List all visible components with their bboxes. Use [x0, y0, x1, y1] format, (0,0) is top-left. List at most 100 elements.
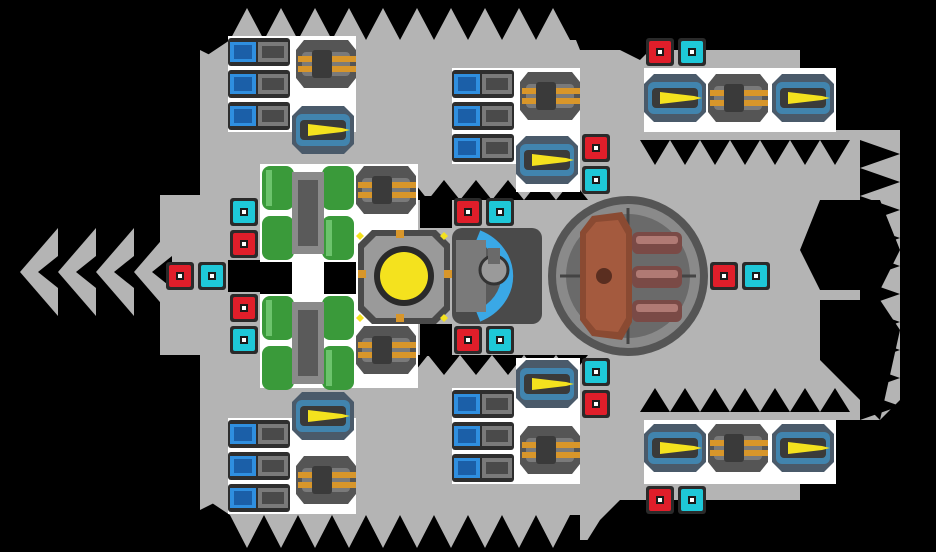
hull-spike [366, 8, 400, 40]
laser-emitter[interactable] [292, 106, 354, 154]
hull-notch [860, 140, 900, 168]
laser-emitter[interactable] [772, 424, 834, 472]
hull-cutout [880, 130, 936, 552]
autocannon[interactable] [520, 72, 580, 120]
hull-spike [298, 515, 332, 548]
red-armor-block[interactable] [710, 262, 738, 290]
autocannon[interactable] [296, 40, 356, 88]
cyan-sensor-block[interactable] [486, 198, 514, 226]
hull-cutout [580, 10, 660, 60]
hull-notch [428, 355, 460, 375]
hull-cutout [0, 0, 936, 130]
ion-thruster[interactable] [228, 70, 290, 98]
hull-spike [200, 110, 230, 140]
red-armor-block[interactable] [582, 134, 610, 162]
hull-spike [200, 480, 230, 510]
hull-cutout [0, 0, 230, 195]
cyan-sensor-block[interactable] [230, 326, 258, 354]
hull-notch [670, 140, 700, 165]
autocannon[interactable] [520, 426, 580, 474]
green-fuel-tank[interactable] [262, 296, 354, 390]
cyan-sensor-block[interactable] [198, 262, 226, 290]
hull-notch [820, 140, 850, 165]
heavy-triple-cannon-turret[interactable] [548, 196, 708, 356]
ion-thruster[interactable] [452, 70, 514, 98]
hull-spike [332, 515, 366, 548]
hull-notch [700, 388, 730, 412]
cyan-sensor-block[interactable] [582, 166, 610, 194]
reactor-core[interactable] [356, 230, 452, 324]
hull-notch [860, 280, 900, 308]
red-armor-block[interactable] [230, 294, 258, 322]
ion-thruster[interactable] [228, 420, 290, 448]
hull-notch [760, 388, 790, 412]
hull-spike [264, 8, 298, 40]
hull-spike [502, 8, 536, 40]
laser-emitter[interactable] [644, 74, 706, 122]
cyan-sensor-block[interactable] [230, 198, 258, 226]
ion-thruster[interactable] [228, 38, 290, 66]
cyan-sensor-block[interactable] [486, 326, 514, 354]
ion-thruster[interactable] [452, 390, 514, 418]
corridor-tile [420, 324, 452, 356]
ion-thruster[interactable] [452, 134, 514, 162]
red-armor-block[interactable] [454, 198, 482, 226]
hull-spike [230, 8, 264, 40]
autocannon[interactable] [708, 74, 768, 122]
ion-thruster[interactable] [452, 102, 514, 130]
hull-spike [298, 8, 332, 40]
laser-emitter[interactable] [292, 392, 354, 440]
hull-spike [502, 515, 536, 548]
hull-notch [428, 180, 460, 200]
hull-notch [730, 140, 760, 165]
cyan-sensor-block[interactable] [582, 358, 610, 386]
hull-notch [790, 140, 820, 165]
cyan-sensor-block[interactable] [742, 262, 770, 290]
hull-notch [860, 336, 900, 364]
autocannon[interactable] [356, 326, 416, 374]
red-armor-block[interactable] [646, 38, 674, 66]
corridor-tile [228, 260, 260, 292]
hull-notch [640, 140, 670, 165]
laser-emitter[interactable] [772, 74, 834, 122]
hull-spike [200, 390, 230, 420]
hull-spike [468, 515, 502, 548]
hull-spike [200, 360, 230, 390]
red-armor-block[interactable] [646, 486, 674, 514]
laser-emitter[interactable] [644, 424, 706, 472]
hull-notch [492, 180, 524, 200]
red-armor-block[interactable] [454, 326, 482, 354]
ion-thruster[interactable] [452, 422, 514, 450]
hull-notch [860, 196, 900, 224]
ion-thruster[interactable] [228, 452, 290, 480]
red-armor-block[interactable] [166, 262, 194, 290]
ion-thruster[interactable] [228, 484, 290, 512]
red-armor-block[interactable] [230, 230, 258, 258]
red-armor-block[interactable] [582, 390, 610, 418]
hull-notch [670, 388, 700, 412]
autocannon[interactable] [708, 424, 768, 472]
hull-notch [700, 140, 730, 165]
hull-spike [468, 8, 502, 40]
hull-notch [820, 388, 850, 412]
hull-notch [860, 308, 900, 336]
autocannon[interactable] [356, 166, 416, 214]
hull-spike [366, 515, 400, 548]
shield-projector[interactable] [452, 228, 542, 324]
ion-thruster[interactable] [228, 102, 290, 130]
cyan-sensor-block[interactable] [678, 38, 706, 66]
autocannon[interactable] [296, 456, 356, 504]
laser-emitter[interactable] [516, 360, 578, 408]
green-fuel-tank[interactable] [262, 166, 354, 260]
cyan-sensor-block[interactable] [678, 486, 706, 514]
hull-spike [536, 515, 570, 548]
hull-spike [200, 80, 230, 110]
hull-notch [730, 388, 760, 412]
hull-notch [860, 252, 900, 280]
laser-emitter[interactable] [516, 136, 578, 184]
hull-notch [860, 392, 900, 420]
ion-thruster[interactable] [452, 454, 514, 482]
hull-spike [200, 420, 230, 450]
